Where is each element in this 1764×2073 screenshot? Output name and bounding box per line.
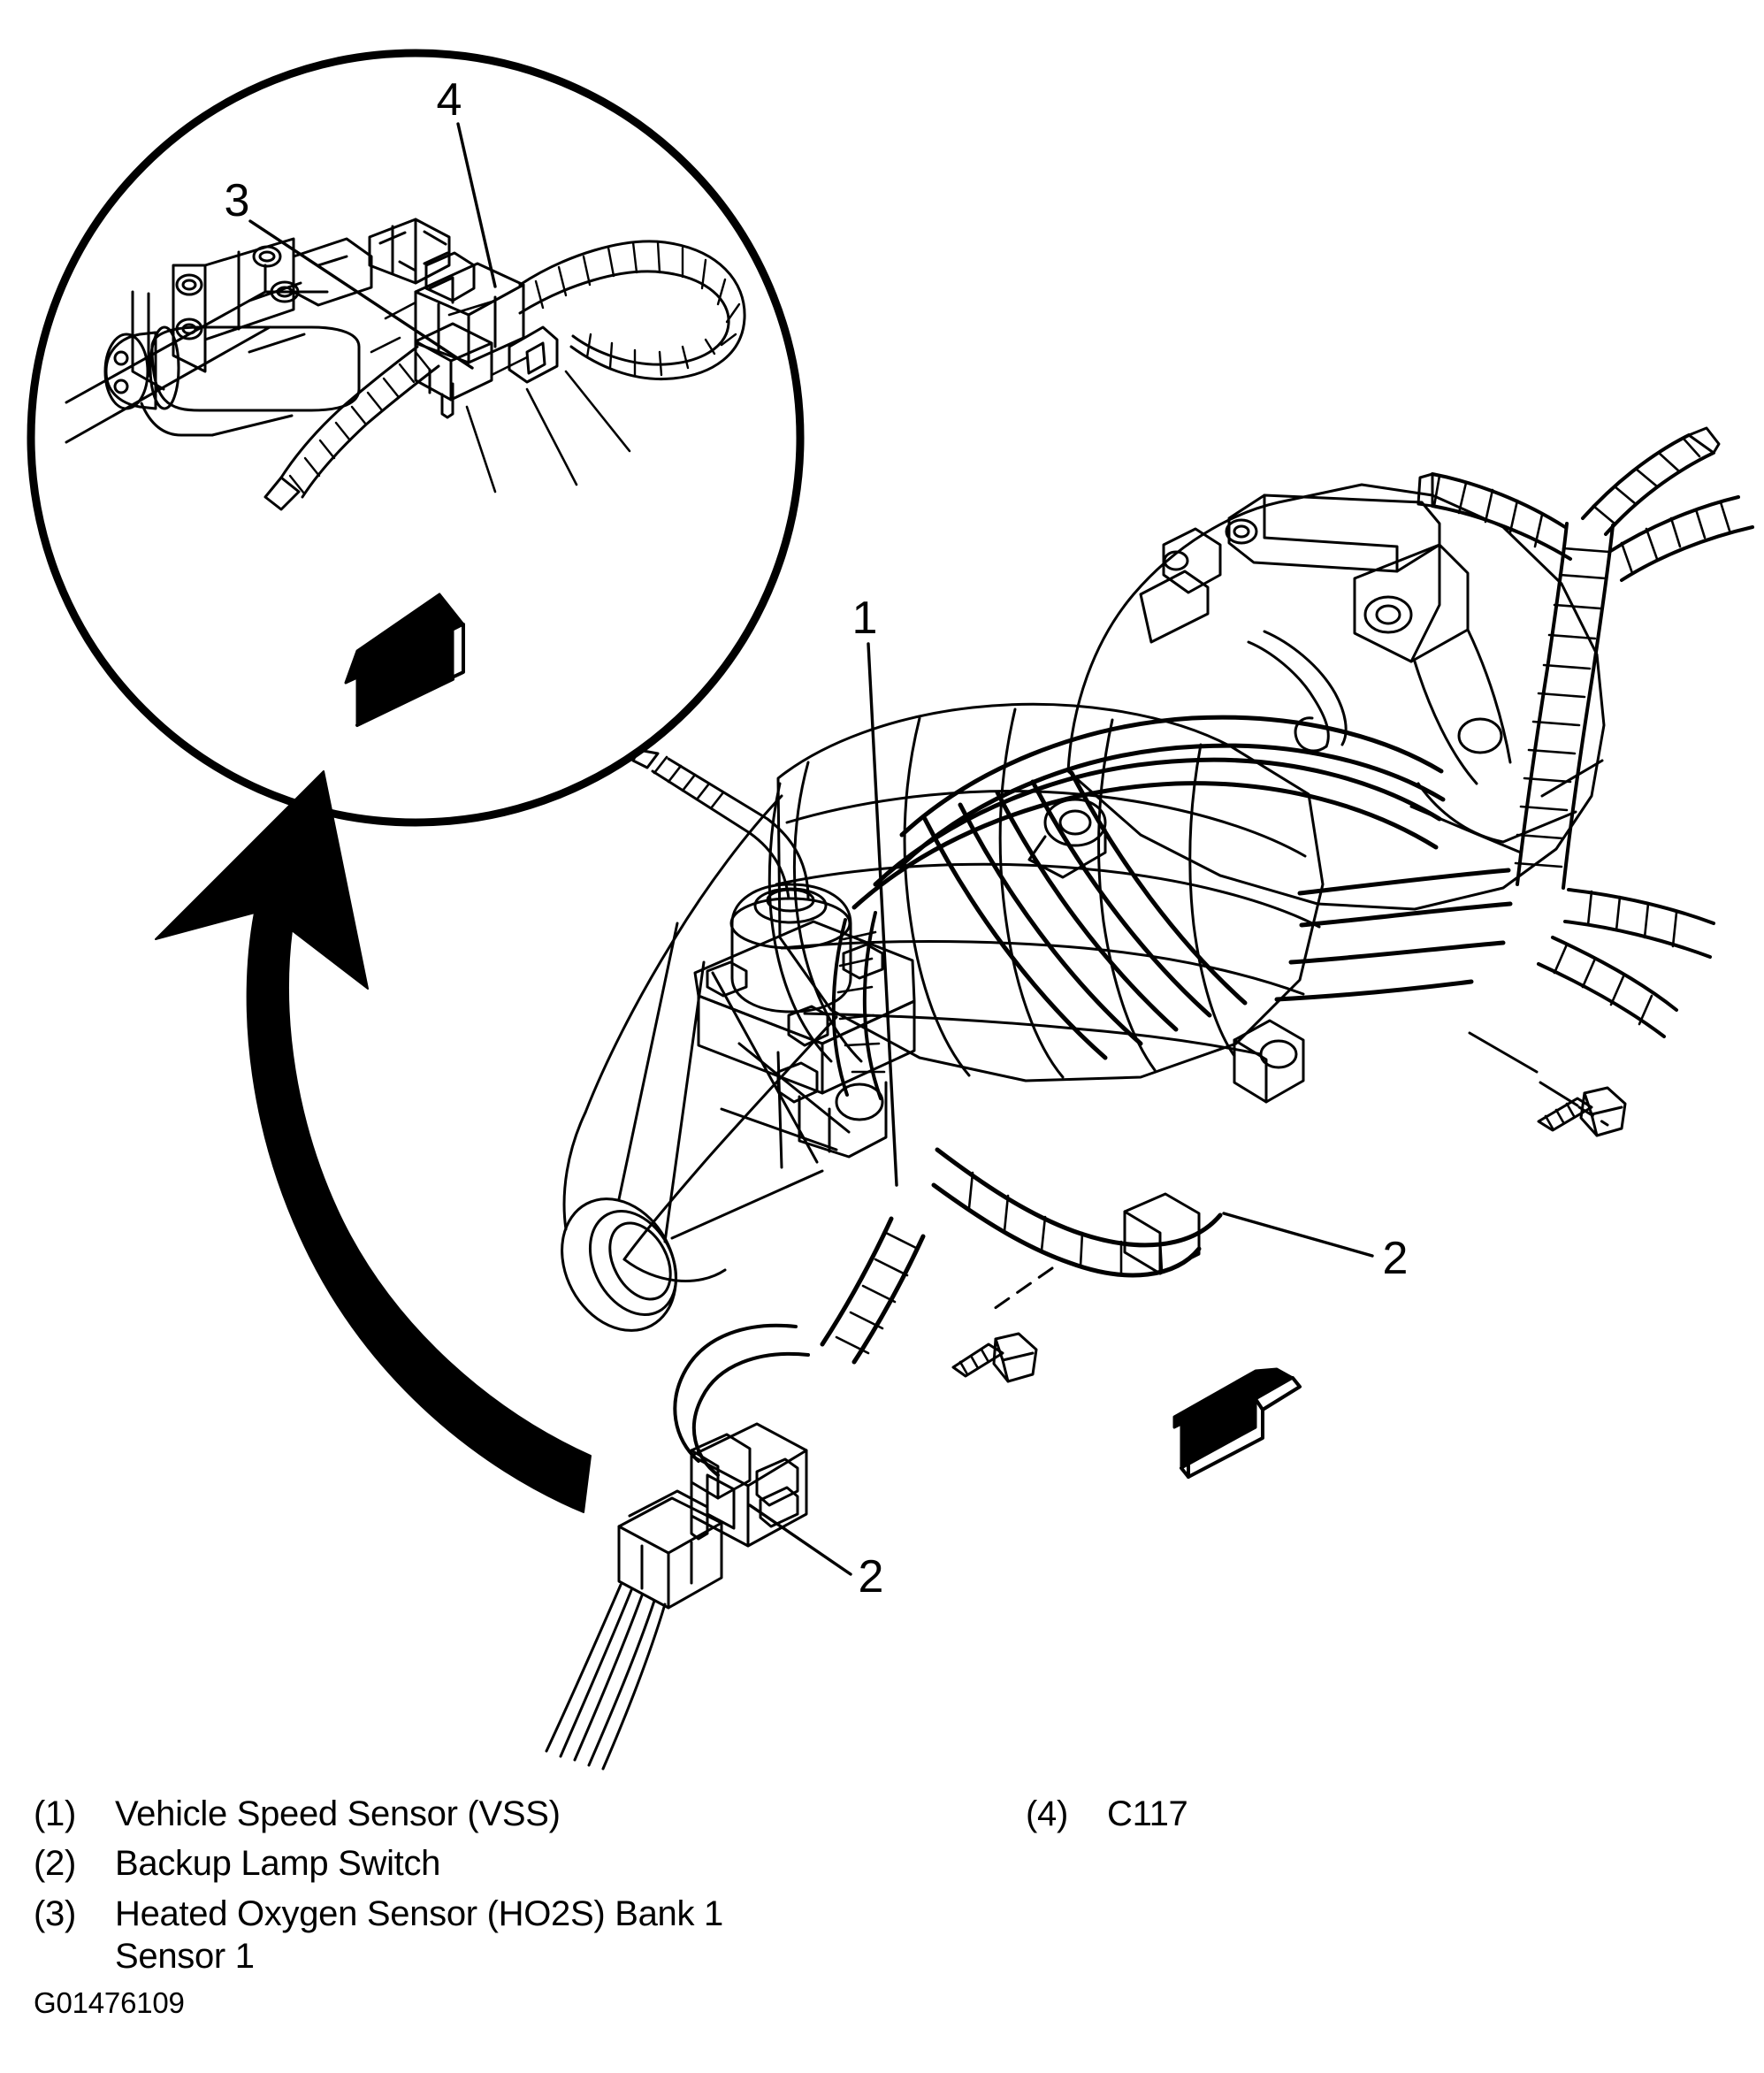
callout-3: 3 [225,175,250,226]
legend-item-3: (3) Heated Oxygen Sensor (HO2S) Bank 1 S… [34,1893,829,1976]
legend-item-1: (1) Vehicle Speed Sensor (VSS) [34,1794,829,1833]
legend-label-3: Heated Oxygen Sensor (HO2S) Bank 1 [115,1893,723,1933]
vehicle-speed-sensor [631,748,916,1159]
transmission-assembly: 1 2 2 [545,426,1754,1771]
mounting-bolt-right [1468,1031,1627,1137]
zoom-leader-arrow [155,770,592,1513]
legend-item-2: (2) Backup Lamp Switch [34,1844,829,1884]
leader-line-2-right [1222,1212,1374,1258]
legend-number-2: (2) [34,1844,76,1884]
callout-1: 1 [852,593,878,644]
main-callouts: 1 2 2 [748,593,1409,1603]
inset-callouts: 4 3 [225,74,497,370]
legend-label-4: C117 [1107,1794,1188,1833]
legend-label-1: Vehicle Speed Sensor (VSS) [115,1794,561,1833]
bellhousing-block [1066,483,1606,911]
figure-id-code: G01476109 [34,1986,185,2019]
backup-lamp-switch [1233,1019,1305,1104]
legend-label-3-line2: Sensor 1 [115,1937,255,1977]
main-direction-arrow [1172,1367,1302,1479]
legend-label-3-wrapper: Heated Oxygen Sensor (HO2S) Bank 1 Senso… [115,1895,829,1976]
leader-line-1 [867,642,898,1187]
inset-circle-border [27,49,805,827]
legend-number-1: (1) [34,1794,76,1833]
leader-line-2-bottom [748,1503,852,1576]
callout-2-right: 2 [1383,1233,1409,1284]
transmission-case [767,702,1325,1082]
leader-line-4 [456,122,497,288]
legend: (1) Vehicle Speed Sensor (VSS) (2) Backu… [0,1795,1764,2061]
legend-number-3: (3) [34,1893,76,1933]
inset-contents [65,218,746,511]
legend-left-column: (1) Vehicle Speed Sensor (VSS) (2) Backu… [34,1795,829,1988]
inset-detail-circle: 4 3 [27,49,805,827]
inset-direction-arrow [344,593,465,727]
legend-number-4: (4) [1026,1794,1068,1833]
legend-item-4: (4) C117 [1026,1794,1645,1833]
wiring-harness [545,426,1754,1771]
leader-line-3 [248,219,474,370]
legend-label-2: Backup Lamp Switch [115,1844,441,1884]
callout-2-bottom: 2 [859,1551,884,1603]
callout-4: 4 [437,74,462,126]
legend-right-column: (4) C117 [1026,1795,1645,1845]
mounting-bolt-lower [951,1266,1054,1383]
